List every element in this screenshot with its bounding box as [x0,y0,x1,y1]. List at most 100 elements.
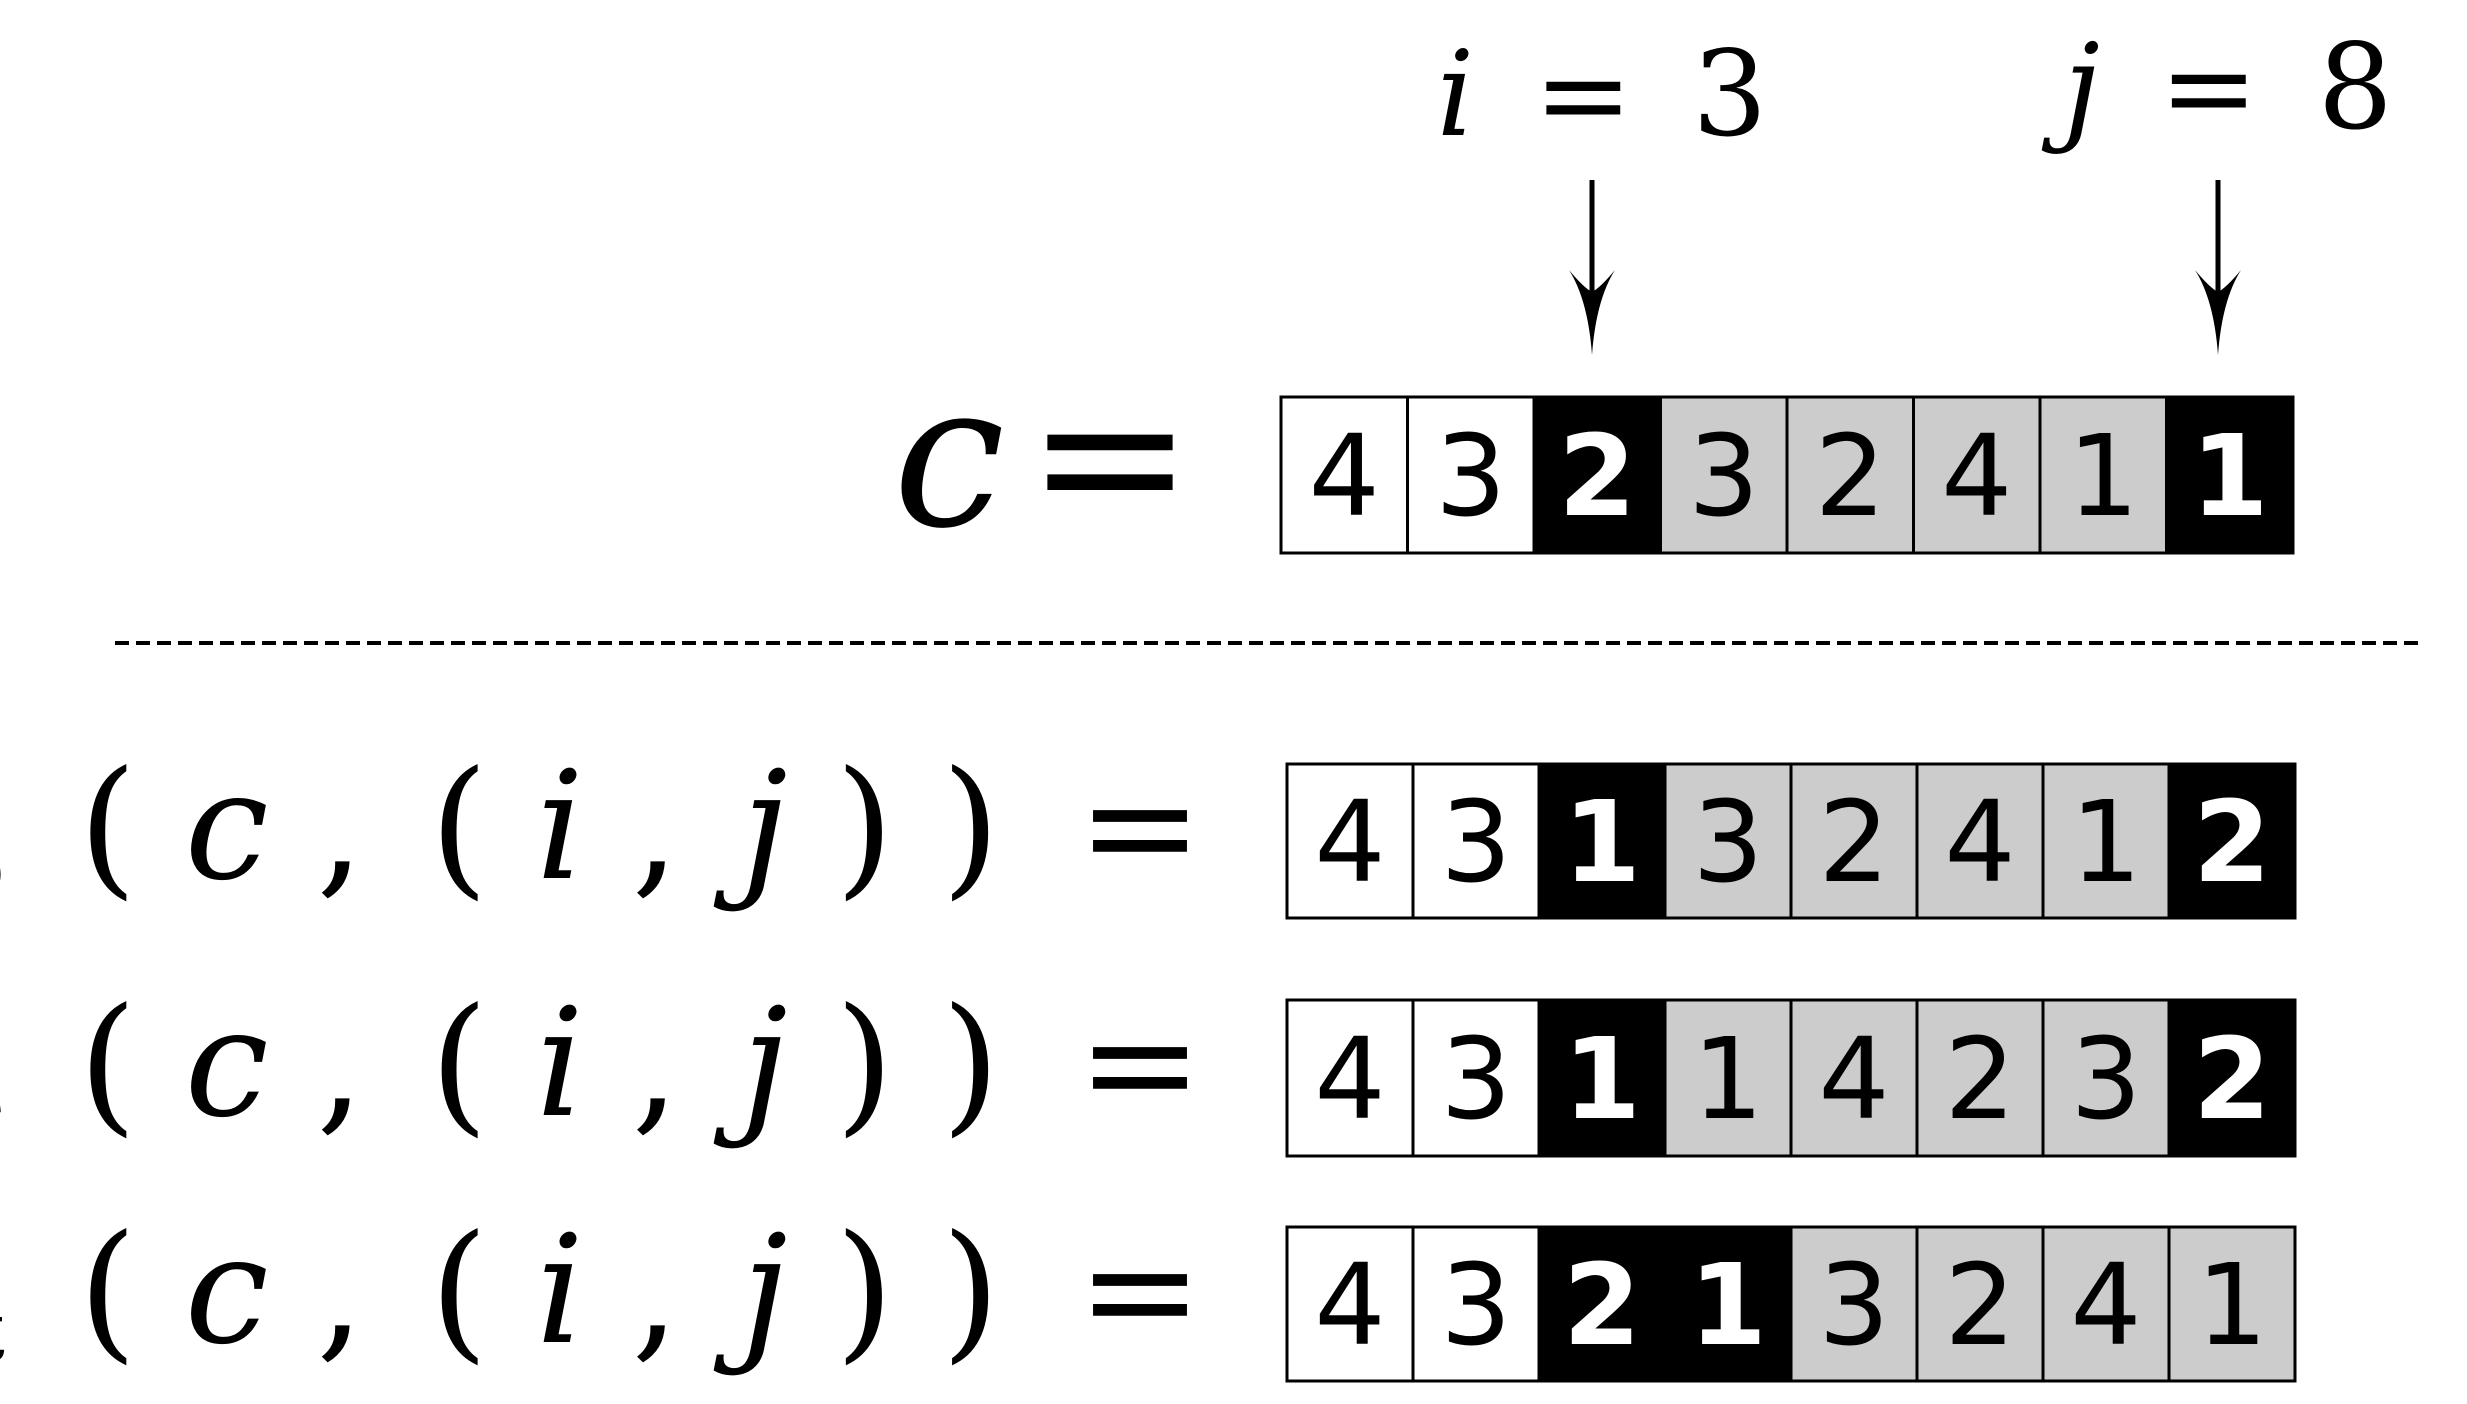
cell-value: 2 [1944,1015,2015,1145]
row-inverse-arg-1: c [185,977,269,1151]
cell-value: 2 [1818,778,1889,908]
row-insert-arg-2: , [316,1204,364,1378]
cell-value: 1 [1692,1015,1763,1145]
cell-value: 2 [2193,1015,2271,1145]
cell-value: 2 [1944,1241,2015,1371]
cell-box [1285,998,1415,1158]
cell-box [1912,395,2042,555]
cell-value: 3 [1435,412,1506,542]
pointer-i-value: 3 [1692,25,1767,163]
cell: 4 [2041,1225,2171,1383]
cell: 3 [1411,1225,1541,1383]
cell: 2 [1785,395,1915,555]
cell-box [2041,998,2171,1158]
cell-value: 3 [2070,1015,2141,1145]
cell: 1 [2038,395,2168,555]
row-swap-arg-5: , [632,740,680,914]
row-insert-arg-0: ( [78,1204,137,1378]
row-original-eq: = [1026,340,1194,573]
cell-value: 1 [2068,412,2139,542]
cell-box [2167,1225,2297,1383]
cell-box [2167,998,2297,1158]
cell-box [2167,762,2297,920]
row-insert-arg-6: j [713,1204,788,1378]
cell: 4 [1789,998,1919,1158]
row-insert-arg-1: c [185,1204,269,1378]
row-original-lhs: c [893,340,1005,573]
cell-box [1663,1225,1793,1383]
row-swap-subscript: swap [0,821,5,916]
cell: 4 [1285,998,1415,1158]
cell-box [1285,762,1415,920]
cell-box [2041,762,2171,920]
row-insert-arg-5: , [632,1204,680,1378]
pointer-i-arrow-head [1569,270,1615,355]
row-swap-arg-8: ) [941,740,1000,914]
row-swap-arg-4: i [536,740,584,914]
cell-value: 4 [1314,1241,1385,1371]
row-insert-arg-3: ( [430,1204,489,1378]
cell-box [1663,998,1793,1158]
cell: 2 [1915,998,2045,1158]
row-swap-arg-1: c [185,740,269,914]
cell-value: 1 [1563,778,1641,908]
row-inverse-label: f inverse ( c , ( i , j ) ) = [0,977,1203,1153]
cell-box [1285,1225,1415,1383]
cell-value: 3 [1818,1241,1889,1371]
cell: 4 [1279,395,1409,555]
cell: 1 [2167,1225,2297,1383]
pointer-i-var: i [1437,25,1475,163]
row-inverse-arg-7: ) [835,977,894,1151]
row-insert-eq: = [1077,1204,1203,1378]
cell-value: 3 [1440,778,1511,908]
cell: 3 [1411,762,1541,920]
cell: 3 [1789,1225,1919,1383]
cell: 3 [2041,998,2171,1158]
cell-value: 1 [1563,1015,1641,1145]
row-inverse-arg-6: j [713,977,788,1151]
cell-box [1915,998,2045,1158]
cell: 3 [1406,395,1536,555]
cell-value: 1 [2196,1241,2267,1371]
cell-box [1406,395,1536,555]
row-swap-arg-2: , [316,740,364,914]
pointer-i-eq: = [1534,25,1633,163]
pointer-j-arrow-head [2195,270,2241,355]
cell-box [1789,762,1919,920]
cell: 4 [1912,395,2042,555]
cell-box [2165,395,2295,555]
row-original-label: c = [893,340,1194,573]
cell: 4 [1285,762,1415,920]
row-insert-arg-4: i [536,1204,584,1378]
svg-text:j = 8: j = 8 [2041,18,2393,156]
cell: 1 [1663,1225,1793,1383]
cell: 1 [1537,998,1667,1158]
row-insert-arg-8: ) [941,1204,1000,1378]
cell-value: 4 [1941,412,2012,542]
pointer-j-eq: = [2159,18,2258,156]
cell-value: 4 [2070,1241,2141,1371]
row-insert-arg-7: ) [835,1204,894,1378]
cell-box [1411,1225,1541,1383]
svg-text:i = 3: i = 3 [1437,25,1768,163]
cell-box [1537,998,1667,1158]
cell: 2 [2167,762,2297,920]
cell-box [1789,1225,1919,1383]
cell-value: 4 [1818,1015,1889,1145]
row-insert-label: f insert ( c , ( i , j ) ) = [0,1204,1203,1380]
row-insert-subscript: insert [0,1285,5,1380]
cell-box [1532,395,1662,555]
cell: 1 [1537,762,1667,920]
row-swap-eq: = [1077,740,1203,914]
cell: 1 [2041,762,2171,920]
cell-value: 2 [2193,778,2271,908]
cell-value: 1 [2070,778,2141,908]
cell-value: 4 [1944,778,2015,908]
cell-value: 3 [1688,412,1759,542]
pointer-j-value: 8 [2318,18,2393,156]
cell-value: 3 [1440,1241,1511,1371]
cell: 4 [1285,1225,1415,1383]
row-swap-label: f swap ( c , ( i , j ) ) = [0,740,1203,916]
row-swap-arg-3: ( [430,740,489,914]
